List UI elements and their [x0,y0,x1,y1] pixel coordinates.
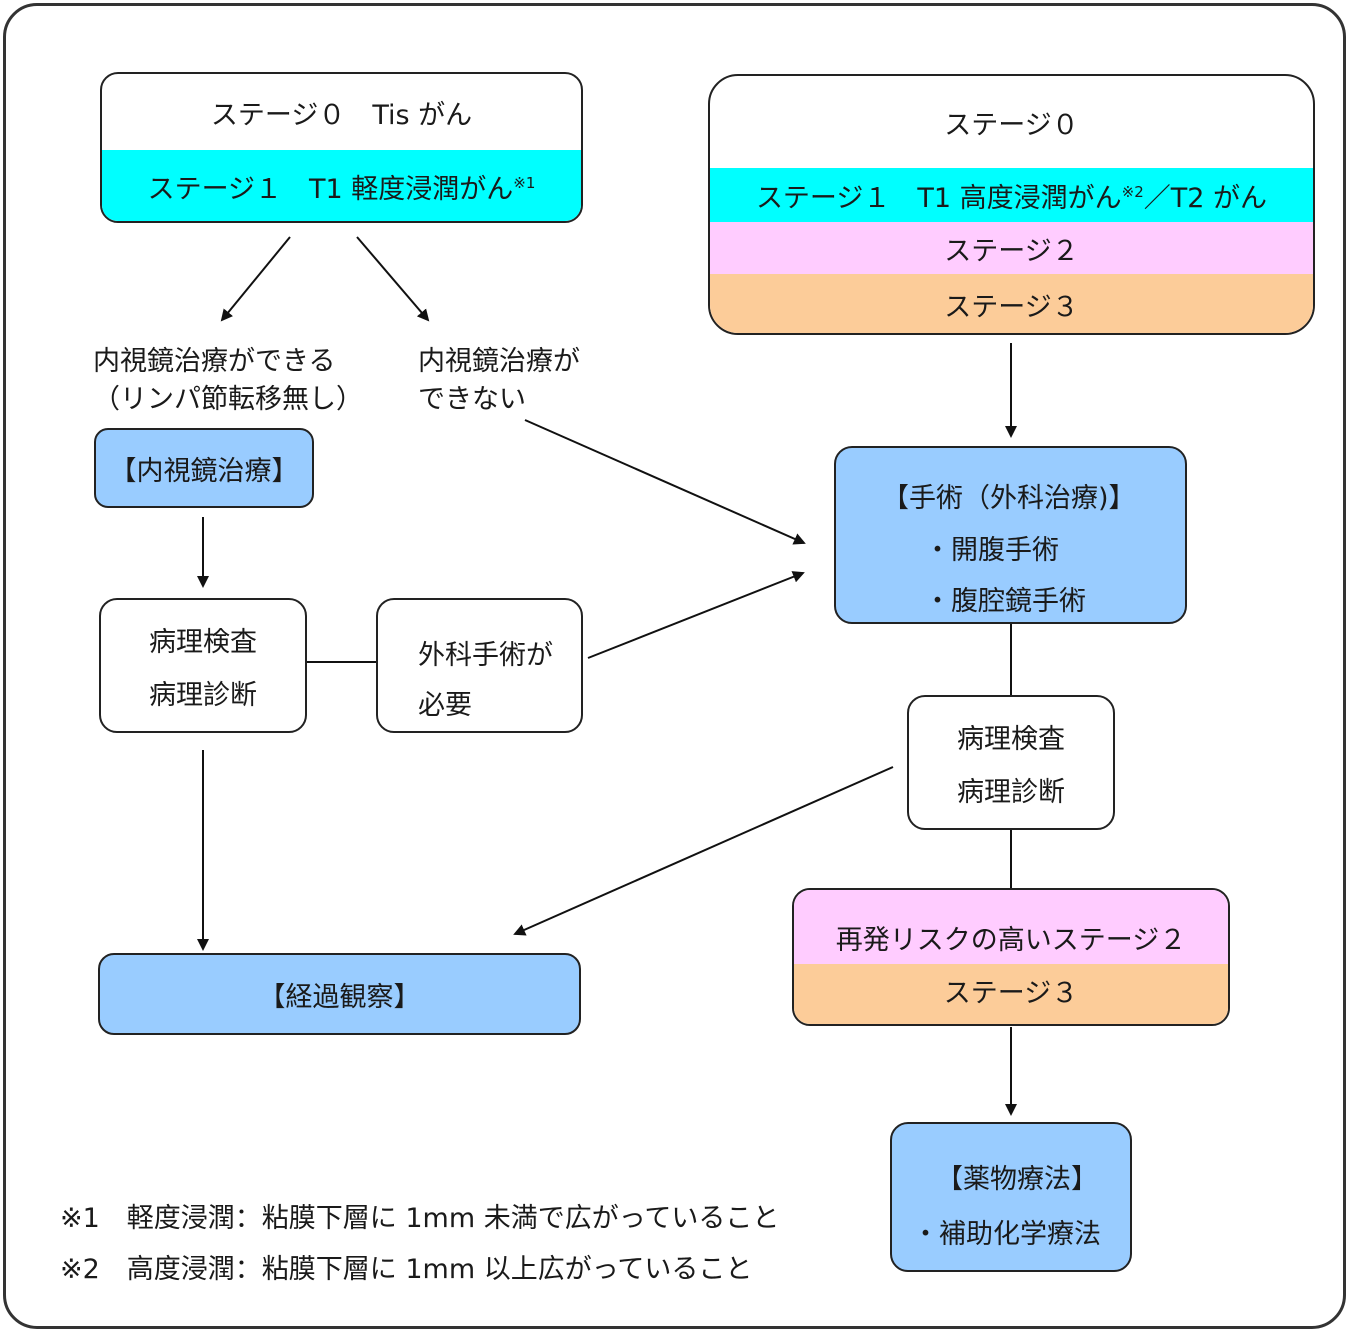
endoscopic-treatment-label: 【内視鏡治療】 [109,455,299,487]
high-risk-row-stage2: 再発リスクの高いステージ２ [794,890,1228,964]
pathology-right-line2: 病理診断 [957,776,1065,808]
drug-therapy-item-chemo: ・補助化学療法 [912,1219,1101,1250]
surgery-box-title: 【手術（外科治療)】 [882,483,1136,514]
high-risk-stage2-label: 再発リスクの高いステージ２ [835,924,1187,956]
arrow-surgery-needed-to-surgery [587,571,805,659]
left-stage1-label: ステージ１ T1 軽度浸潤がん※1 [147,174,536,205]
footnote-1: ※1 軽度浸潤：粘膜下層に 1mm 未満で広がっていること [60,1203,780,1234]
pathology-left-line1: 病理検査 [149,626,257,658]
footnote-2: ※2 高度浸潤：粘膜下層に 1mm 以上広がっていること [60,1254,753,1285]
endoscopy-impossible-label: 内視鏡治療が できない [418,346,580,415]
arrow-endoscopy-impossible-to-surgery [524,419,806,545]
right-stage2-label: ステージ２ [944,235,1079,267]
drug-therapy-box: 【薬物療法】 ・補助化学療法 [890,1122,1132,1272]
high-risk-row-stage3: ステージ３ [794,964,1228,1024]
observation-box: 【経過観察】 [98,953,581,1035]
high-risk-stage3-label: ステージ３ [943,977,1079,1009]
left-stage-row-stage1: ステージ１ T1 軽度浸潤がん※1 [102,150,581,221]
high-risk-box: 再発リスクの高いステージ２ ステージ３ [792,888,1230,1026]
endoscopic-treatment-box: 【内視鏡治療】 [94,428,314,508]
arrow-to-endoscopy-impossible [356,236,430,322]
footnote-mark-2: ※2 [1121,182,1144,201]
right-stage-box: ステージ０ ステージ１ T1 高度浸潤がん※2／T2 がん ステージ２ ステージ… [708,74,1315,335]
surgery-needed-line1: 外科手術が [418,640,553,671]
arrow-to-endoscopy-possible [220,236,291,322]
right-stage0-label: ステージ０ [944,109,1079,141]
endoscopy-possible-label: 内視鏡治療ができる （リンパ節転移無し） [93,346,363,415]
drug-therapy-title: 【薬物療法】 [936,1164,1098,1195]
right-stage-row-stage3: ステージ３ [710,274,1313,333]
surgery-box: 【手術（外科治療)】 ・開腹手術 ・腹腔鏡手術 [834,446,1187,624]
observation-label: 【経過観察】 [258,981,421,1013]
surgery-needed-box: 外科手術が 必要 [376,598,583,733]
surgery-needed-line2: 必要 [418,690,472,721]
surgery-item-laparotomy: ・開腹手術 [924,535,1059,566]
footnote-mark-1: ※1 [513,174,536,192]
right-stage1-label: ステージ１ T1 高度浸潤がん※2／T2 がん [755,182,1268,214]
left-stage0-label: ステージ０ Tis がん [210,99,473,131]
pathology-right-box: 病理検査 病理診断 [907,695,1115,830]
pathology-right-line1: 病理検査 [957,723,1065,755]
right-stage-row-stage2: ステージ２ [710,222,1313,274]
pathology-left-box: 病理検査 病理診断 [99,598,307,733]
left-stage-row-stage0: ステージ０ Tis がん [102,74,581,150]
left-stage-box: ステージ０ Tis がん ステージ１ T1 軽度浸潤がん※1 [100,72,583,223]
pathology-left-line2: 病理診断 [149,679,257,711]
arrow-pathology-right-to-observation [513,766,894,936]
right-stage-row-stage0: ステージ０ [710,76,1313,168]
right-stage3-label: ステージ３ [944,292,1079,323]
surgery-item-laparoscopic: ・腹腔鏡手術 [924,586,1086,617]
right-stage-row-stage1: ステージ１ T1 高度浸潤がん※2／T2 がん [710,168,1313,222]
